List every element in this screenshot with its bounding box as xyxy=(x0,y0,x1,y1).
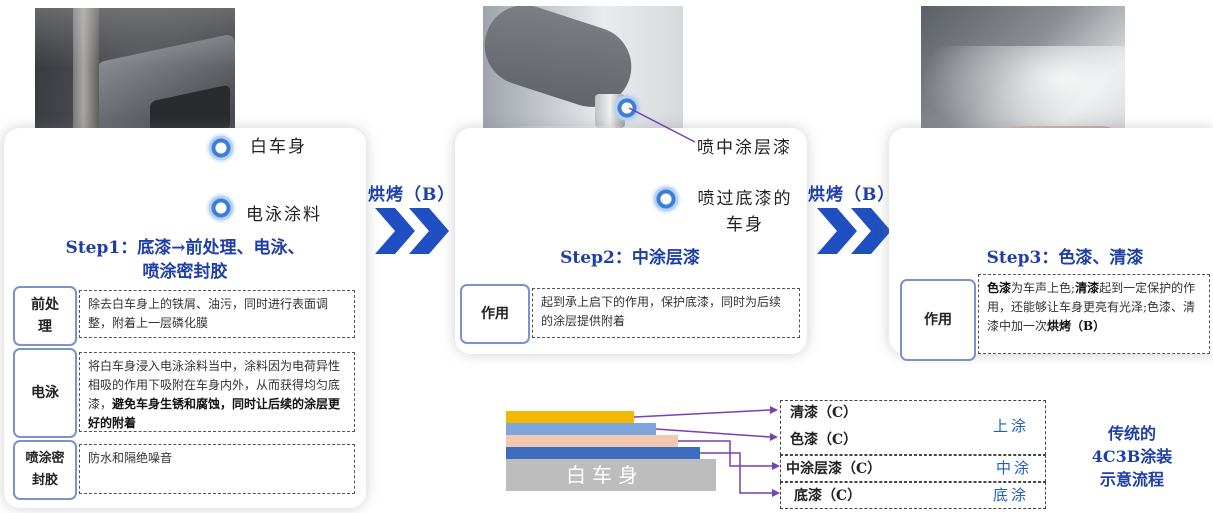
spray-middle-coat-label: 喷中涂层漆 xyxy=(697,138,792,158)
electrophoresis-desc: 将白车身浸入电泳涂料当中，涂料因为电荷异性相吸的作用下吸附在车身内外，从而获得均… xyxy=(79,352,355,432)
step2-function-label: 作用 xyxy=(460,284,530,344)
electrophoresis-label: 电泳 xyxy=(13,348,77,438)
primer-layer xyxy=(506,447,700,459)
layer-connectors xyxy=(633,406,780,497)
step2-title: Step2：中涂层漆 xyxy=(560,248,700,268)
primed-body-label: 喷过底漆的 车身 xyxy=(697,189,793,235)
bake-label-2: 烘烤（B） xyxy=(808,185,896,205)
process-note: 传统的 4C3B涂装 示意流程 xyxy=(1091,424,1173,489)
marker-dot-icon xyxy=(206,133,236,163)
photo-label-ep-paint: 电泳涂料 xyxy=(246,205,322,225)
marker-dot-icon xyxy=(206,193,236,223)
step3-function-desc: 色漆为车声上色;清漆起到一定保护的作用，还能够让车身更亮有光泽;色漆、清漆中加一… xyxy=(978,274,1210,354)
layer-name-color: 色漆（C） xyxy=(790,432,858,448)
photo-label-white-body: 白车身 xyxy=(250,137,307,157)
pretreatment-label: 前处 理 xyxy=(13,286,77,346)
marker-dot-icon xyxy=(612,93,642,123)
pointer-line xyxy=(628,107,696,143)
middle-coat-group-box xyxy=(780,455,1046,482)
layer-name-clear: 清漆（C） xyxy=(790,405,858,421)
color-coat-layer xyxy=(506,423,656,435)
step3-function-label: 作用 xyxy=(900,279,976,361)
step3-title: Step3：色漆、清漆 xyxy=(986,248,1144,268)
step2-function-desc: 起到承上启下的作用，保护底漆，同时为后续的涂层提供附着 xyxy=(532,288,800,338)
white-body-base: 白车身 xyxy=(506,459,716,491)
sealant-desc: 防水和隔绝噪音 xyxy=(79,444,355,494)
primer-group-box xyxy=(780,482,1046,509)
group-middle-coat: 中涂 xyxy=(996,459,1033,477)
sealant-label: 喷涂密 封胶 xyxy=(13,440,77,500)
pretreatment-desc: 除去白车身上的铁屑、油污，同时进行表面调整，附着上一层磷化膜 xyxy=(79,290,355,338)
group-top-coat: 上涂 xyxy=(993,417,1030,435)
chevron-arrow-icon xyxy=(817,208,891,254)
top-coat-group-box xyxy=(780,400,1046,455)
layer-name-middle: 中涂层漆（C） xyxy=(786,461,882,477)
middle-coat-layer xyxy=(506,435,678,447)
group-primer: 底涂 xyxy=(993,486,1030,504)
layer-name-primer: 底漆（C） xyxy=(794,488,862,504)
bake-label-1: 烘烤（B） xyxy=(368,185,456,205)
step1-title: Step1：底漆→前处理、电泳、 喷涂密封胶 xyxy=(65,238,305,282)
chevron-arrow-icon xyxy=(375,208,449,254)
clear-coat-layer xyxy=(506,411,634,423)
marker-dot-icon xyxy=(651,184,681,214)
